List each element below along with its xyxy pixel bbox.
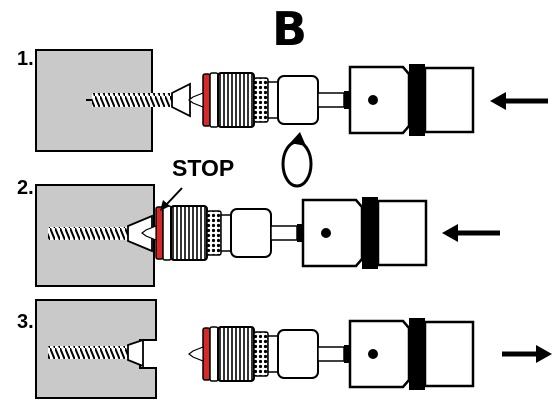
stop-label: STOP [172,155,235,181]
stop-pointer-icon [160,187,183,211]
arrow-left-icon [490,92,548,110]
screw [48,338,144,368]
step-2 [35,184,500,287]
setting-tool [187,316,475,392]
rotation-arrow-icon [281,132,313,188]
step-number-1: 1. [17,48,34,70]
arrow-left-icon [442,224,500,242]
step-number-2: 2. [17,177,34,199]
diagram-title: B [272,2,308,56]
step-1 [35,49,548,152]
screw [48,214,153,253]
step-3 [35,299,552,399]
screw [86,82,191,118]
step-number-3: 3. [17,311,34,333]
setting-tool [187,62,475,138]
arrow-right-icon [502,345,552,363]
setting-tool [140,195,428,271]
